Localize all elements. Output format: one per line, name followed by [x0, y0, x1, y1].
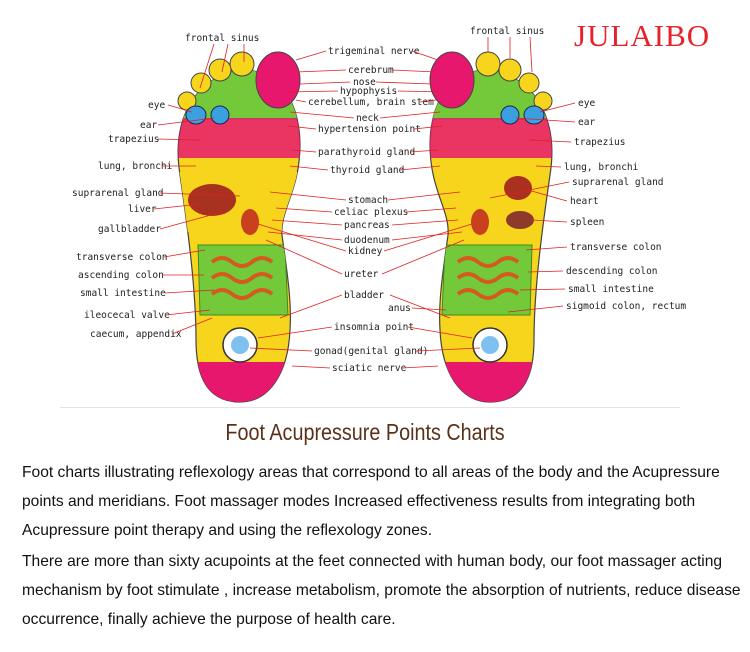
label-right-heart: heart [570, 196, 599, 207]
left-labels: frontal sinus eye ear trapezius lung, br… [72, 33, 259, 340]
label-parathyroid: parathyroid gland [318, 147, 415, 158]
left-big-toe [255, 51, 301, 109]
right-eye-point [523, 105, 545, 125]
label-left-suprarenal: suprarenal gland [72, 188, 164, 199]
right-toe-2 [475, 51, 501, 77]
left-gonad-point [231, 336, 249, 354]
label-left-liver: liver [128, 204, 157, 215]
right-lung-zone [430, 118, 552, 158]
label-right-frontal-sinus: frontal sinus [470, 26, 544, 37]
right-heel [430, 362, 540, 402]
label-right-sigmoid: sigmoid colon, rectum [566, 301, 686, 312]
label-right-transverse-colon: transverse colon [570, 242, 662, 253]
label-left-ileocecal: ileocecal valve [84, 310, 170, 321]
label-left-small-intestine: small intestine [80, 288, 166, 299]
label-right-trapezius: trapezius [574, 137, 625, 148]
label-right-lung: lung, bronchi [564, 162, 639, 173]
label-thyroid: thyroid gland [330, 165, 404, 176]
right-spleen [506, 211, 534, 229]
label-anus: anus [388, 303, 411, 314]
label-left-frontal-sinus: frontal sinus [185, 33, 259, 44]
label-cerebrum: cerebrum [348, 65, 394, 76]
label-trigeminal: trigeminal nerve [328, 46, 420, 57]
right-heart [504, 176, 532, 200]
right-toe-4 [518, 72, 540, 94]
label-right-suprarenal: suprarenal gland [572, 177, 664, 188]
right-ear-point [500, 105, 520, 125]
label-stomach: stomach [348, 195, 388, 206]
chart-title: Foot Acupressure Points Charts [225, 419, 505, 445]
left-kidney [241, 209, 259, 235]
left-toe-4 [190, 72, 212, 94]
label-right-descending-colon: descending colon [566, 266, 658, 277]
left-lung-zone [178, 118, 300, 158]
label-duodenum: duodenum [344, 235, 390, 246]
label-left-lung: lung, bronchi [98, 161, 173, 172]
label-right-ear: ear [578, 117, 595, 128]
divider [60, 407, 680, 408]
brand-logo: JULAIBO [574, 18, 711, 53]
label-nose: nose [353, 77, 376, 88]
label-celiac: celiac plexus [334, 207, 408, 218]
label-kidney: kidney [348, 246, 383, 257]
left-toe-3 [208, 58, 232, 82]
left-ear-point [210, 105, 230, 125]
left-small-intestine [210, 256, 274, 300]
right-small-intestine [456, 256, 520, 300]
label-right-eye: eye [578, 98, 595, 109]
label-left-trapezius: trapezius [108, 134, 159, 145]
label-bladder: bladder [344, 290, 384, 301]
label-left-eye: eye [148, 100, 165, 111]
left-toe-2 [229, 51, 255, 77]
right-kidney [471, 209, 489, 235]
left-toe-5 [177, 91, 197, 111]
foot-reflexology-diagram: frontal sinus eye ear trapezius lung, br… [72, 26, 686, 403]
label-hypophysis: hypophysis [340, 86, 397, 97]
left-liver [188, 184, 236, 216]
label-sciatic: sciatic nerve [332, 363, 407, 374]
right-big-toe [429, 51, 475, 109]
label-hypertension: hypertension point [318, 124, 421, 135]
description-paragraph-1: Foot charts illustrating reflexology are… [22, 464, 720, 539]
label-left-transverse-colon: transverse colon [76, 252, 168, 263]
label-right-spleen: spleen [570, 217, 604, 228]
description-paragraph-2: There are more than sixty acupoints at t… [22, 553, 741, 628]
label-left-ascending-colon: ascending colon [78, 270, 164, 281]
right-toe-5 [533, 91, 553, 111]
label-left-gallbladder: gallbladder [98, 224, 161, 235]
label-left-caecum: caecum, appendix [90, 329, 182, 340]
label-cerebellum: cerebellum, brain stem [308, 97, 434, 108]
right-foot [429, 51, 553, 403]
label-insomnia: insomnia point [334, 322, 414, 333]
label-gonad: gonad(genital gland) [314, 346, 428, 357]
label-right-small-intestine: small intestine [568, 284, 654, 295]
label-neck: neck [356, 113, 379, 124]
right-toe-3 [498, 58, 522, 82]
label-pancreas: pancreas [344, 220, 390, 231]
left-heel [190, 362, 300, 402]
left-foot [177, 51, 301, 403]
center-labels: trigeminal nerve cerebrum nose hypophysi… [249, 46, 481, 374]
right-labels: frontal sinus eye ear trapezius lung, br… [470, 26, 686, 313]
label-left-ear: ear [140, 120, 157, 131]
label-ureter: ureter [344, 269, 379, 280]
right-gonad-point [481, 336, 499, 354]
